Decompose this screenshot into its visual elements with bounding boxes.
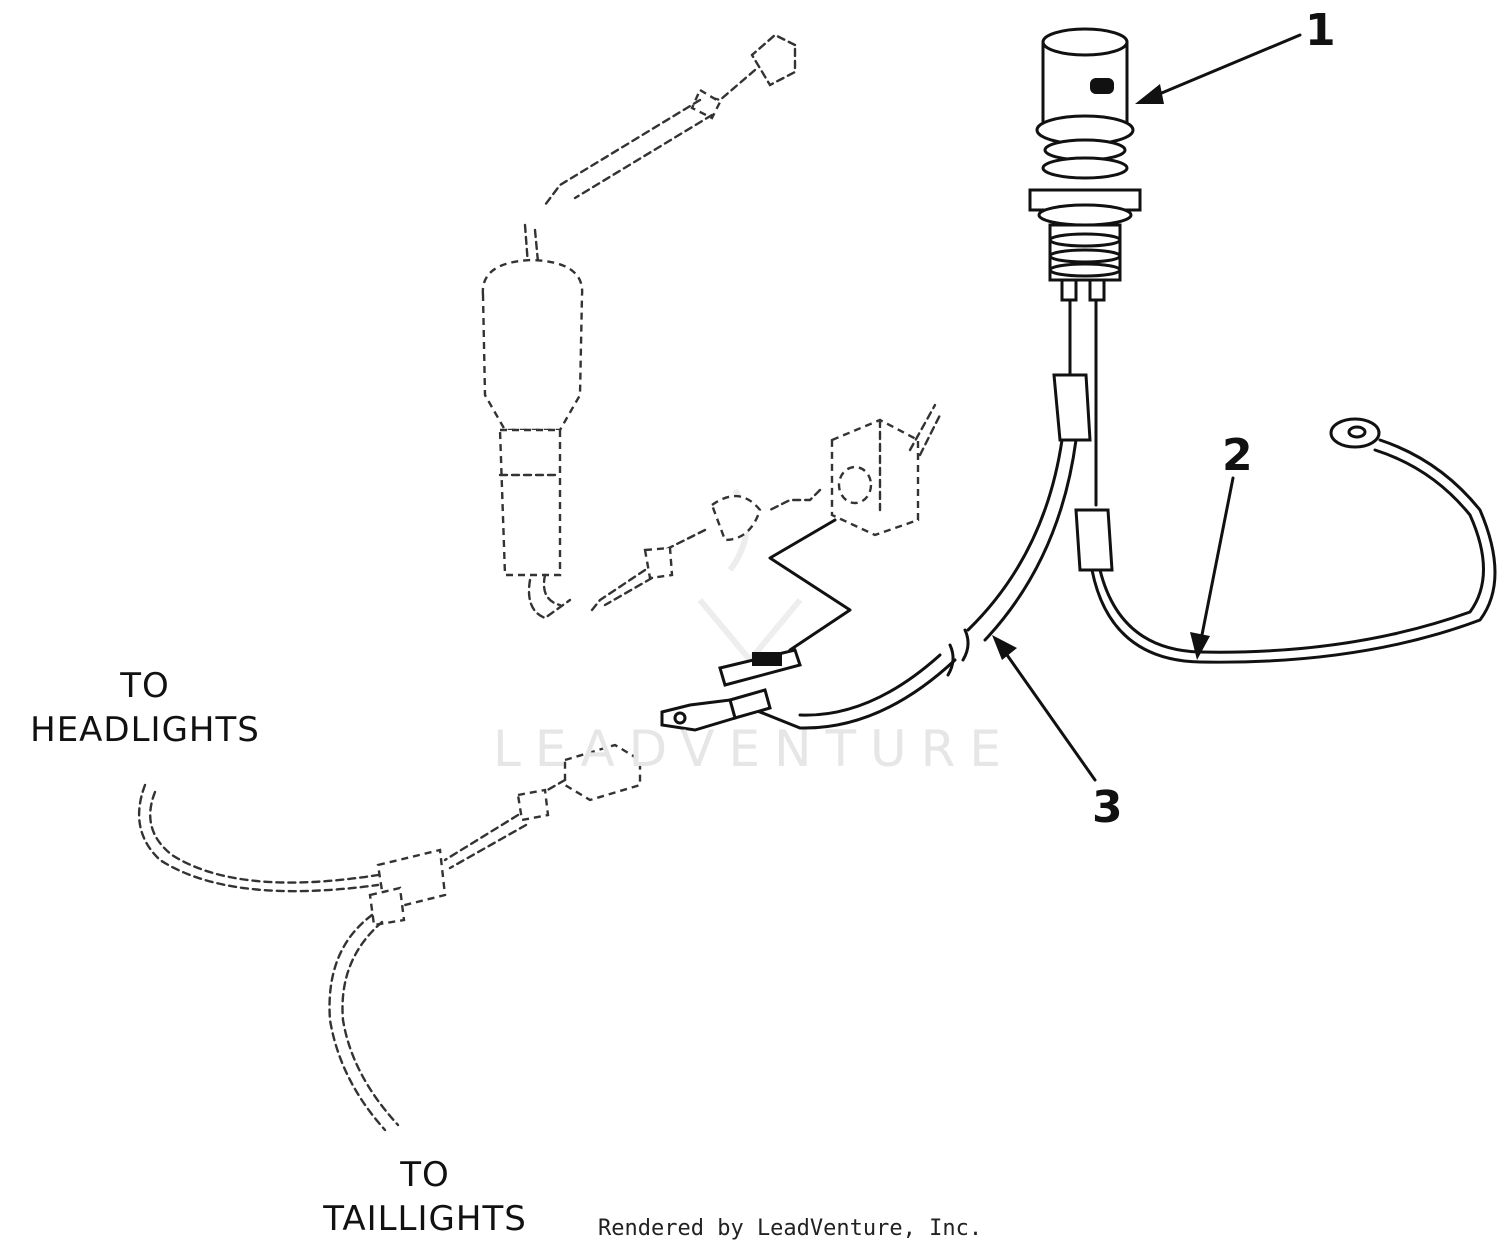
- part-1-lighter: [1028, 27, 1142, 302]
- callout-1: 1: [1305, 5, 1336, 56]
- label-to-headlights-line1: TO: [120, 666, 170, 706]
- label-to-taillights-line2: TAILLIGHTS: [323, 1199, 527, 1239]
- dashed-upper-connector: [523, 33, 797, 267]
- part-2-ground-wire: [1090, 417, 1497, 664]
- dashed-headlight-wire: [138, 783, 380, 893]
- label-to-headlights: TO HEADLIGHTS: [10, 664, 280, 752]
- dashed-bulb-assembly: [481, 258, 584, 620]
- switch-wire-solid: [768, 518, 852, 652]
- label-to-taillights: TO TAILLIGHTS: [290, 1153, 560, 1241]
- credit-text: Rendered by LeadVenture, Inc.: [598, 1216, 983, 1241]
- label-to-headlights-line2: HEADLIGHTS: [30, 710, 260, 750]
- lighter-leads: [1052, 298, 1114, 572]
- callout-3: 3: [1092, 782, 1123, 833]
- dashed-taillight-wire: [328, 913, 400, 1132]
- dashed-toggle-switch: [590, 403, 942, 612]
- label-to-taillights-line1: TO: [400, 1155, 450, 1195]
- callout-2: 2: [1222, 430, 1253, 481]
- callout-arrows: [992, 33, 1302, 782]
- part-3-wire: [660, 438, 1078, 732]
- watermark-text: LEADVENTURE: [493, 720, 1015, 778]
- dashed-lower-harness: [368, 743, 642, 927]
